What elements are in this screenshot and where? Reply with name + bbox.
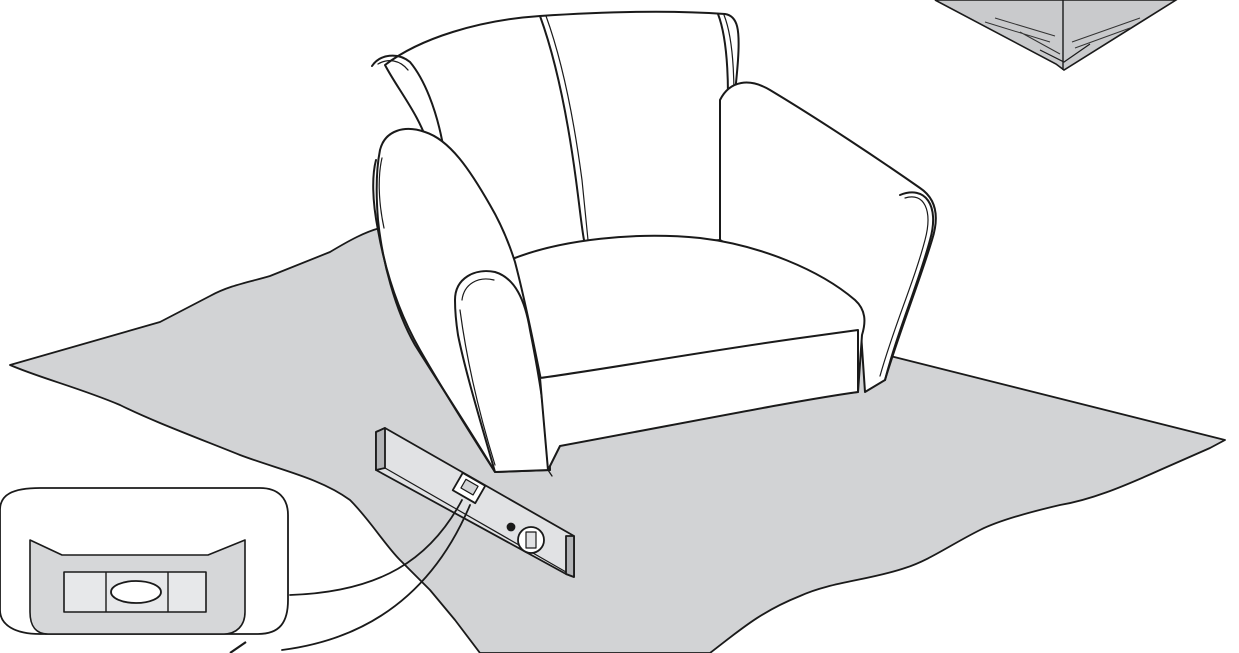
spirit-level <box>375 427 575 578</box>
chair-base <box>539 329 859 471</box>
callout-leader <box>281 499 471 651</box>
box-corner <box>934 0 1178 71</box>
level-bubble <box>110 580 162 604</box>
level-bubble-callout <box>0 487 289 653</box>
armchair <box>371 10 937 477</box>
floor-mat <box>9 227 1226 653</box>
